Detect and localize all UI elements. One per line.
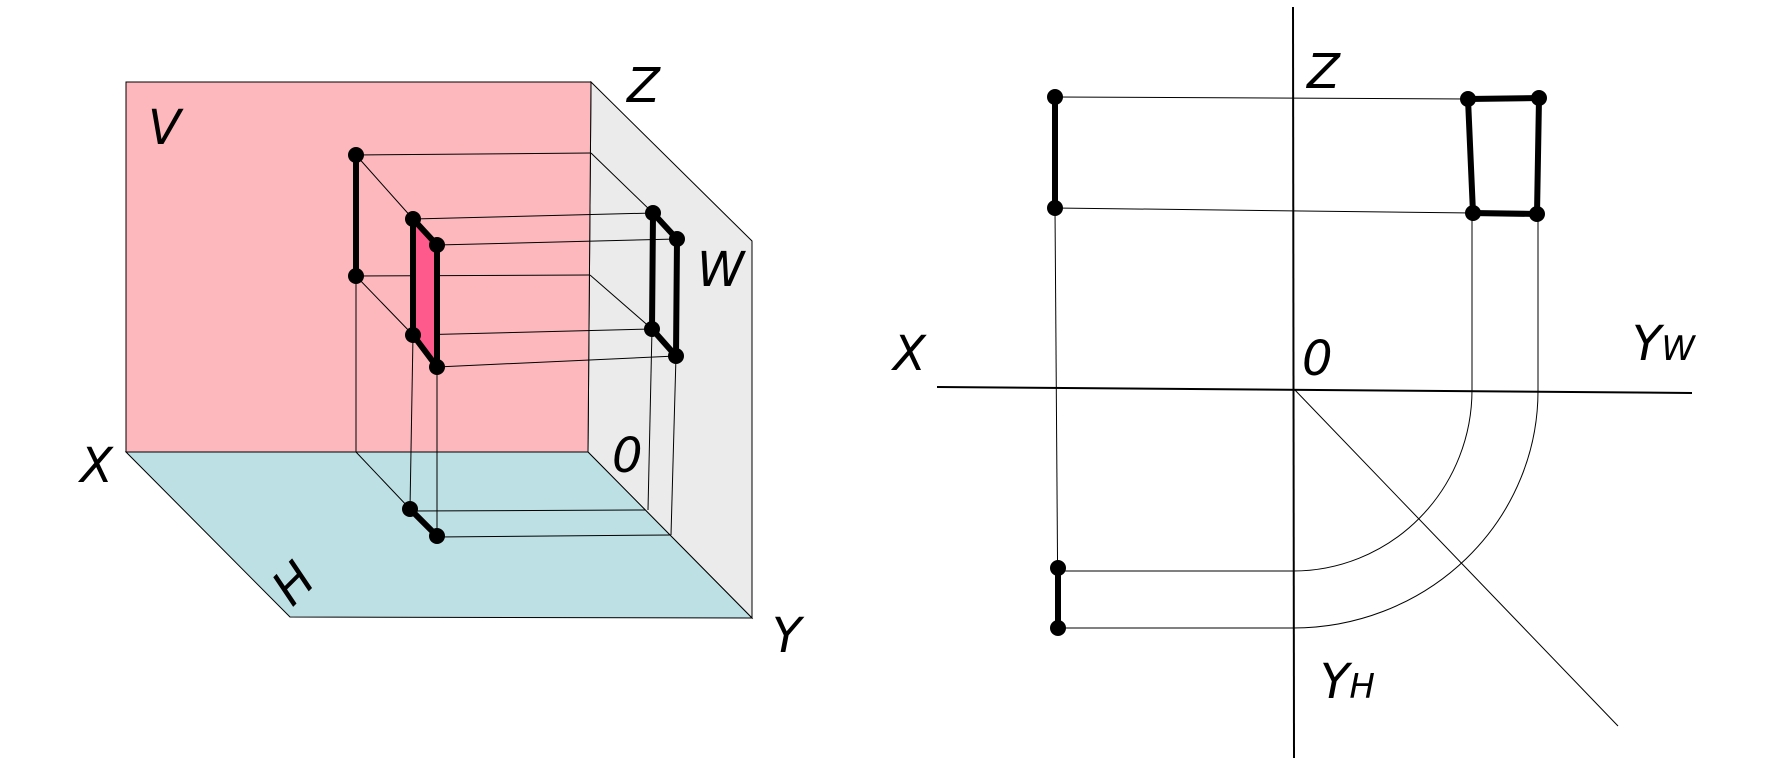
axonometric-view: V Z W X 0 H Y — [77, 58, 805, 664]
yh-subscript: H — [1349, 667, 1375, 707]
label-axis-z: Z — [625, 58, 661, 114]
face-vertices — [405, 211, 445, 375]
label-axis-y: Y — [772, 608, 805, 664]
label-plane-v: V — [148, 100, 184, 156]
epure-profile-projection — [1460, 90, 1547, 222]
epure-label-yw: YW — [1632, 316, 1696, 372]
epure-label-yh: YH — [1320, 654, 1375, 710]
horizontal-projection — [402, 501, 445, 544]
epure-projection-lines — [1054, 96, 1539, 629]
axis-x-yw — [936, 386, 1693, 394]
yh-main: Y — [1320, 654, 1353, 710]
axis-z-yh — [1292, 6, 1295, 759]
epure-horizontal-projection — [1050, 560, 1066, 636]
label-axis-x: X — [77, 438, 114, 494]
epure-frontal-projection — [1047, 89, 1063, 216]
epure-label-x: X — [890, 326, 927, 382]
constant-line — [1292, 387, 1619, 727]
projection-lines — [355, 152, 678, 538]
label-origin: 0 — [612, 428, 643, 484]
epure-label-origin: 0 — [1302, 331, 1333, 387]
epure-label-z: Z — [1305, 44, 1341, 100]
profile-projection — [644, 205, 685, 364]
yw-subscript: W — [1661, 329, 1696, 369]
yw-main: Y — [1632, 316, 1665, 372]
segment-v-projection — [348, 147, 364, 284]
epure-view: Z X 0 YW YH — [890, 6, 1696, 759]
label-plane-w: W — [697, 242, 746, 298]
